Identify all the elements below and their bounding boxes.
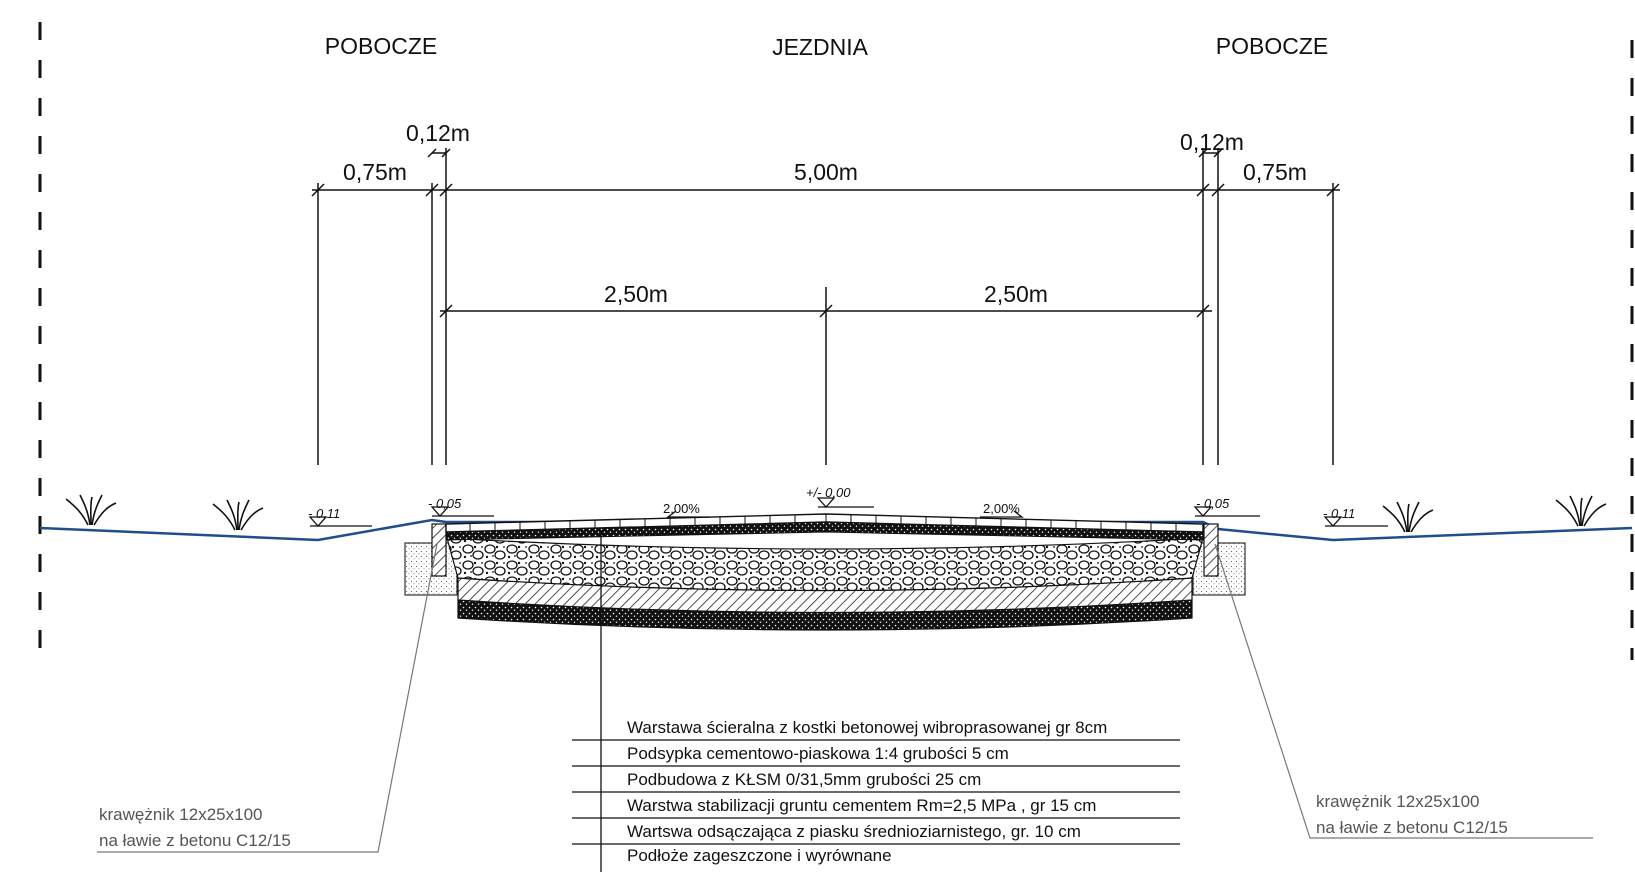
right-kerb-note-leader (1214, 543, 1593, 839)
elevation-right-ditch: - 0,11 (1323, 506, 1355, 521)
layer-5-label: Wartswa odsączająca z piasku średnioziar… (627, 822, 1081, 841)
right-kerb-note-line1: krawężnik 12x25x100 (1316, 792, 1479, 811)
lane-dimension-line (439, 304, 1212, 318)
slope-arrow-right (980, 510, 1024, 518)
elevation-marker-axis (816, 497, 874, 508)
layer-3-label: Podbudowa z KŁSM 0/31,5mm grubości 25 cm (627, 770, 981, 789)
right-shoulder-label: POBOCZE (1216, 33, 1328, 59)
elevation-left-kerb: - 0,05 (428, 496, 462, 511)
carriageway-label: JEZDNIA (772, 34, 869, 60)
layer-2-label: Podsypka cementowo-piaskowa 1:4 grubości… (627, 744, 1009, 763)
right-kerb-note-line2: na ławie z betonu C12/15 (1316, 818, 1508, 837)
left-kerb-foundation (404, 523, 458, 596)
elevation-marker-right-kerb (1193, 506, 1260, 517)
left-kerb-note-line2: na ławie z betonu C12/15 (99, 831, 291, 850)
dim-carriageway: 5,00m (794, 159, 858, 185)
dim-left-kerb: 0,12m (406, 120, 470, 146)
dim-right-lane: 2,50m (984, 281, 1048, 307)
right-kerb-foundation (1192, 523, 1246, 596)
dim-left-lane: 2,50m (604, 281, 668, 307)
elevation-axis: +/- 0,00 (806, 485, 851, 500)
left-kerb-note-line1: krawężnik 12x25x100 (99, 805, 262, 824)
elevation-left-ditch: - 0,11 (308, 506, 340, 521)
elevation-marker-right-ditch (1323, 516, 1388, 527)
elevation-right-kerb: - 0,05 (1196, 496, 1230, 511)
left-kerb-note-leader (97, 543, 438, 853)
layer-6-label: Podłoże zageszczone i wyrównane (627, 846, 892, 865)
grass-tuft-icon (1382, 501, 1434, 533)
slope-right: 2,00% (983, 501, 1020, 516)
elevation-marker-left-kerb (430, 506, 494, 517)
slope-left: 2,00% (663, 501, 700, 516)
overall-dimension-line (311, 148, 1340, 197)
layer-legend-rules (572, 739, 1180, 845)
layer-4-label: Warstwa stabilizacji gruntu cementem Rm=… (627, 796, 1096, 815)
left-shoulder-label: POBOCZE (325, 33, 437, 59)
grass-tuft-icon (65, 494, 117, 526)
paving-block-joints (469, 514, 1177, 531)
grass-tuft-icon (1555, 495, 1607, 527)
layer-1-label: Warstawa ścieralna z kostki betonowej wi… (627, 718, 1107, 737)
grass-tuft-icon (212, 499, 264, 531)
dimension-extension-lines (317, 148, 1334, 465)
aggregate-base-layer (446, 537, 1204, 592)
dim-right-shoulder: 0,75m (1243, 159, 1307, 185)
dim-right-kerb: 0,12m (1180, 129, 1244, 155)
elevation-marker-left-ditch (308, 516, 372, 527)
slope-arrow-left (666, 510, 710, 518)
dim-left-shoulder: 0,75m (343, 159, 407, 185)
